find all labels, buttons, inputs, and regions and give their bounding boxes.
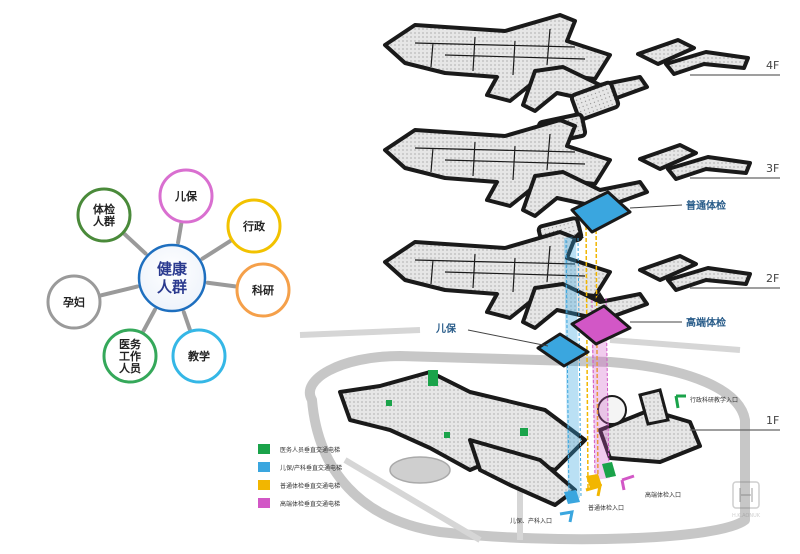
hub-node-text: 医务 <box>119 337 142 351</box>
elevator-legend: 医务人员垂直交通电梯儿保/产科垂直交通电梯普通体检垂直交通电梯高端体检垂直交通电… <box>258 444 342 508</box>
elevator-shafts <box>564 214 616 504</box>
gaoduan-tijian-label: 高端体检 <box>686 316 726 329</box>
hub-connector <box>99 284 140 298</box>
entrance-markers: 行政科研教学入口 高端体检入口 普通体检入口 儿保、产科入口 <box>510 394 738 525</box>
hub-node-yunfu: 孕妇 <box>46 274 102 330</box>
hub-node-ring <box>158 168 214 224</box>
floor-label-1f: 1F <box>766 414 779 427</box>
entrance-putong-label: 普通体检入口 <box>588 504 624 512</box>
putong-tijian-label: 普通体检 <box>686 199 726 212</box>
legend-item: 医务人员垂直交通电梯 <box>258 444 340 454</box>
erbao-zone <box>467 329 590 368</box>
hub-connector <box>200 238 233 261</box>
entrance-gaoduan-label: 高端体检入口 <box>645 491 681 499</box>
hub-center-text: 人群 <box>157 278 187 296</box>
hub-connector <box>176 221 184 245</box>
hub-node-ring <box>76 187 132 243</box>
hub-center-text: 健康 <box>157 260 188 278</box>
hub-node-text: 孕妇 <box>63 295 85 309</box>
hub-node-text: 教学 <box>187 349 210 363</box>
legend-label: 儿保/产科垂直交通电梯 <box>280 464 342 472</box>
hub-node-ring <box>171 328 227 384</box>
erbao-label: 儿保 <box>435 322 457 335</box>
floor-label-2f: 2F <box>766 272 779 285</box>
hub-node-ring <box>46 274 102 330</box>
floor-1f-plan <box>299 327 750 545</box>
hub-node-xingzheng: 行政 <box>226 198 282 254</box>
hub-node-text: 人群 <box>93 214 115 228</box>
hub-node-ring <box>235 262 291 318</box>
legend-label: 普通体检垂直交通电梯 <box>280 482 340 490</box>
hub-node-jiaoxue: 教学 <box>171 328 227 384</box>
hub-node-text: 体检 <box>93 202 115 216</box>
hub-node-text: 科研 <box>252 283 274 297</box>
hub-connector <box>181 310 192 332</box>
putong-tijian-zone <box>570 190 683 234</box>
entrance-xingzheng-label: 行政科研教学入口 <box>690 396 738 404</box>
legend-swatch <box>258 462 270 472</box>
hub-node-keyan: 科研 <box>235 262 291 318</box>
floor-label-3f: 3F <box>766 162 779 175</box>
floor-label-4f: 4F <box>766 59 779 72</box>
legend-swatch <box>258 498 270 508</box>
floor-3f-plan <box>383 118 752 250</box>
legend-swatch <box>258 480 270 490</box>
legend-swatch <box>258 444 270 454</box>
entrance-erbao-label: 儿保、产科入口 <box>510 517 552 525</box>
hub-node-text: 行政 <box>242 219 266 233</box>
gaoduan-tijian-zone <box>570 304 682 346</box>
hub-connector <box>122 232 148 256</box>
hub-node-text: 人员 <box>119 361 141 375</box>
legend-item: 普通体检垂直交通电梯 <box>258 480 340 490</box>
watermark-text: H.K.AONUK <box>732 513 761 519</box>
hub-node-ring <box>102 328 158 384</box>
hub-node-text: 儿保 <box>174 189 198 203</box>
floor-labels: 4F 3F 2F 1F <box>690 59 780 431</box>
hub-connector <box>205 280 238 289</box>
legend-item: 儿保/产科垂直交通电梯 <box>258 462 342 472</box>
hub-connector <box>141 307 157 334</box>
hub-center-ring <box>137 243 207 313</box>
hub-node-ring <box>226 198 282 254</box>
legend-label: 医务人员垂直交通电梯 <box>280 446 340 454</box>
legend-item: 高端体检垂直交通电梯 <box>258 498 340 508</box>
legend-label: 高端体检垂直交通电梯 <box>280 500 340 508</box>
hub-node-erbao: 儿保 <box>158 168 214 224</box>
hub-node-text: 工作 <box>119 349 141 363</box>
watermark-logo: H.K.AONUK <box>732 481 761 519</box>
